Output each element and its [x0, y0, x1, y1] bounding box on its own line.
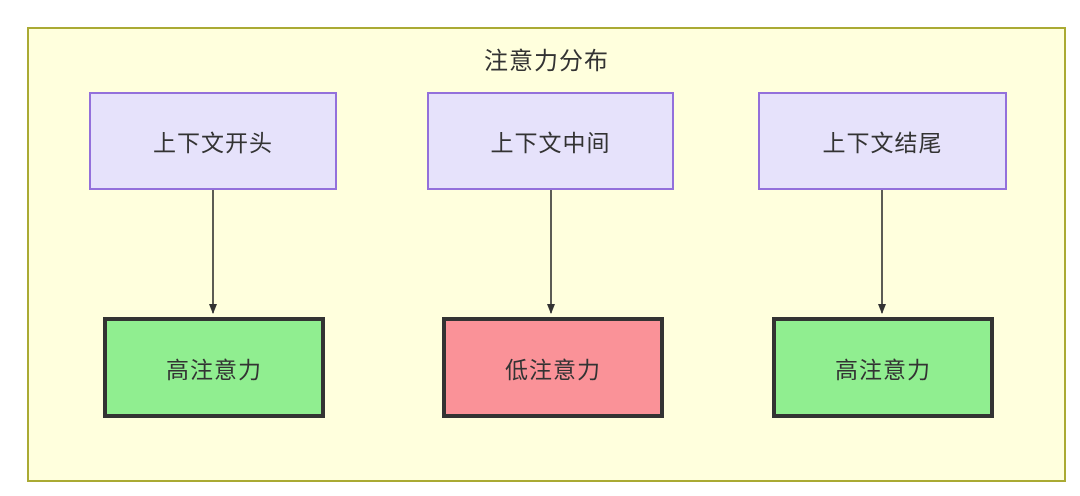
node-low-attention-middle[interactable]: 低注意力 — [442, 317, 664, 418]
node-context-end[interactable]: 上下文结尾 — [758, 92, 1007, 190]
node-context-middle[interactable]: 上下文中间 — [427, 92, 674, 190]
node-high-attention-start[interactable]: 高注意力 — [103, 317, 325, 418]
node-context-start[interactable]: 上下文开头 — [89, 92, 337, 190]
node-high-attention-end[interactable]: 高注意力 — [772, 317, 994, 418]
diagram-title: 注意力分布 — [484, 48, 609, 75]
